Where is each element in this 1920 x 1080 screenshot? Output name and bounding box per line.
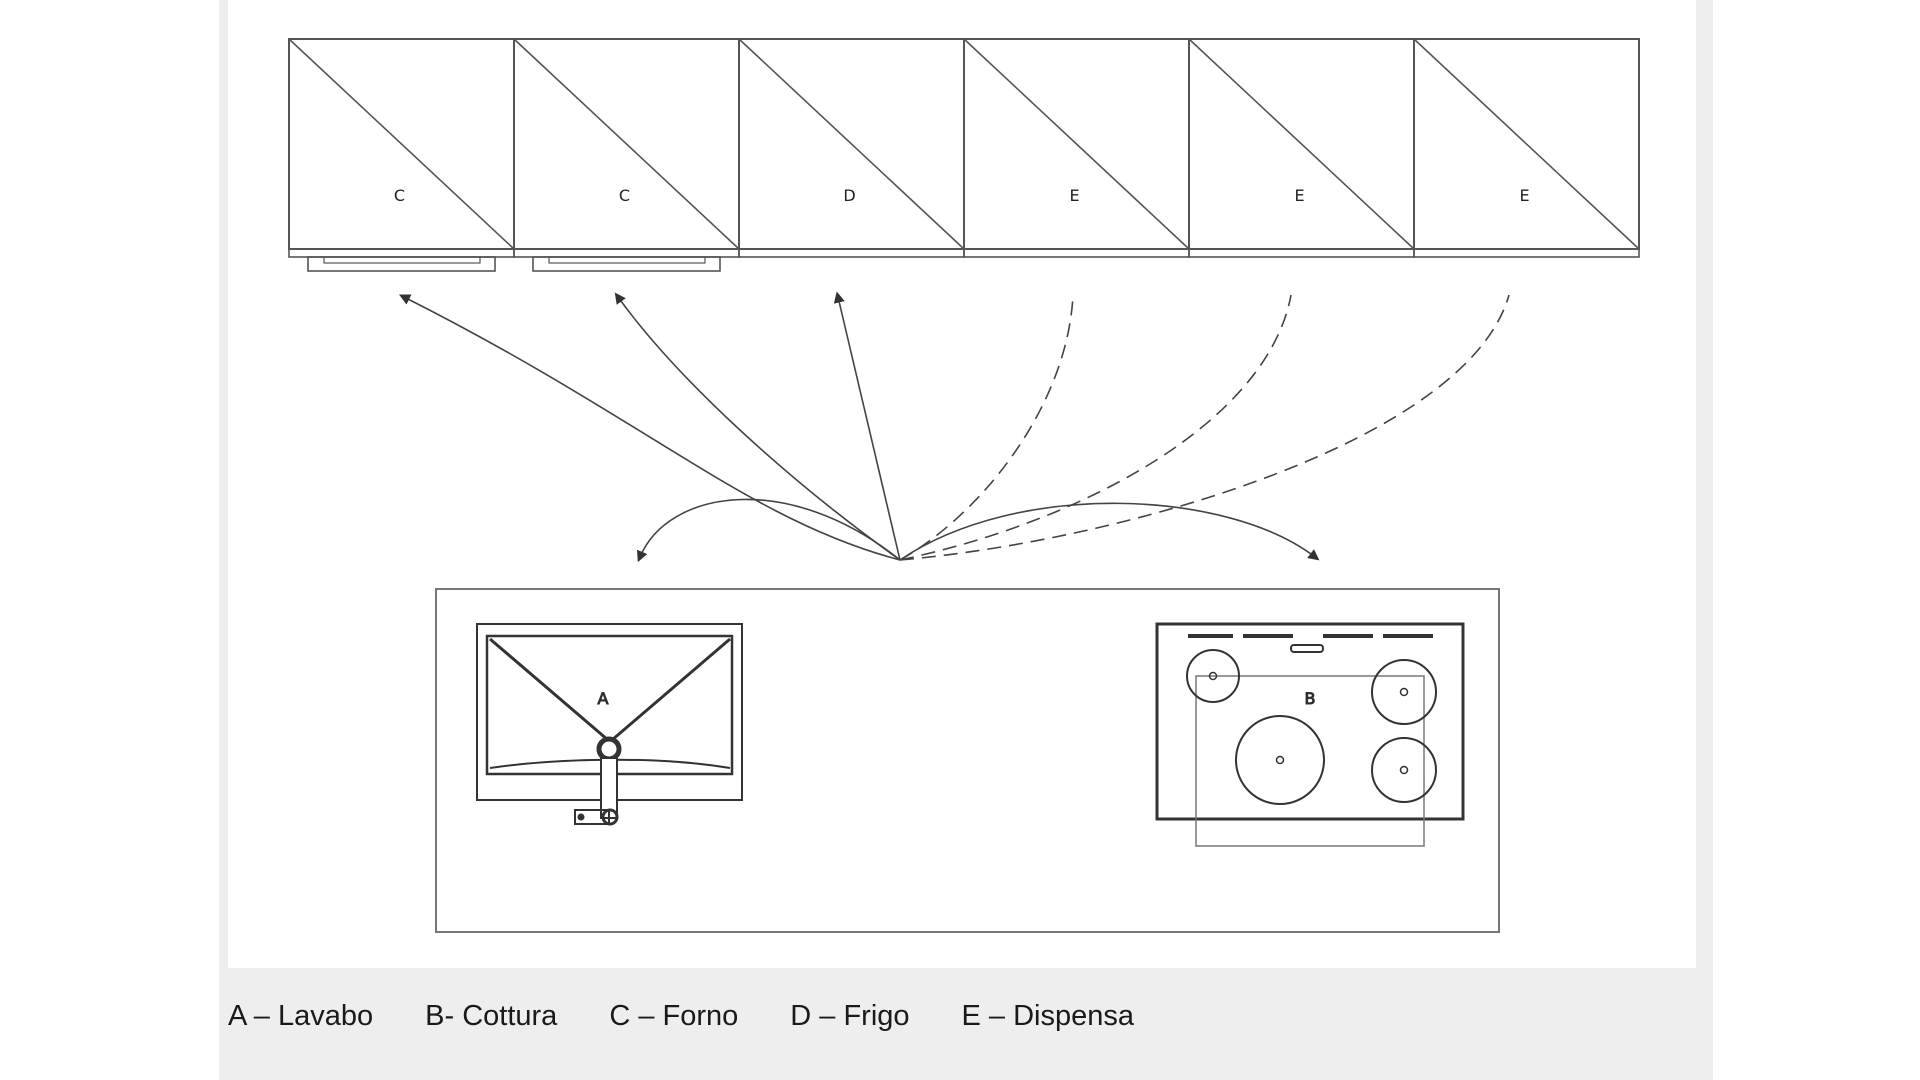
- cabinet-label: D: [843, 186, 855, 205]
- legend-item-pantry: E – Dispensa: [961, 1000, 1135, 1032]
- diagram-canvas: C C D E E E A: [288, 38, 1640, 933]
- sink-label: A: [598, 689, 609, 708]
- arrow-to-fridge: [833, 291, 901, 561]
- cabinet-5: E: [1188, 38, 1415, 258]
- hob-fixture: B: [1155, 622, 1465, 847]
- arrow-to-oven-1: [398, 294, 901, 561]
- cabinet-label: C: [619, 186, 630, 205]
- cabinet-2: C: [513, 38, 740, 272]
- kitchen-layout-diagram: C C D E E E A: [228, 0, 1696, 968]
- legend: A – Lavabo B- Cottura C – Forno D – Frig…: [228, 1000, 1186, 1033]
- legend-item-sink: A – Lavabo: [228, 1000, 374, 1032]
- hob-label: B: [1305, 689, 1316, 708]
- arrow-to-oven-2: [614, 292, 901, 561]
- workflow-arrows: [398, 291, 1510, 563]
- legend-item-hob: B- Cottura: [425, 1000, 558, 1032]
- cabinet-label: E: [1519, 186, 1529, 205]
- path-to-pantry-3: [899, 294, 1510, 561]
- cabinet-4: E: [963, 38, 1190, 258]
- legend-item-oven: C – Forno: [609, 1000, 739, 1032]
- cabinet-1: C: [288, 38, 515, 272]
- island-counter: [435, 588, 1500, 933]
- path-to-pantry-1: [899, 294, 1074, 561]
- cabinet-label: E: [1294, 186, 1304, 205]
- cabinet-label: C: [394, 186, 405, 205]
- arrow-to-sink: [637, 498, 901, 563]
- sink-fixture: A: [476, 623, 743, 826]
- cabinet-6: E: [1413, 38, 1640, 258]
- arrow-to-hob: [899, 502, 1320, 561]
- legend-item-fridge: D – Frigo: [790, 1000, 910, 1032]
- cabinet-3: D: [738, 38, 965, 258]
- cabinet-label: E: [1069, 186, 1079, 205]
- path-to-pantry-2: [899, 294, 1292, 561]
